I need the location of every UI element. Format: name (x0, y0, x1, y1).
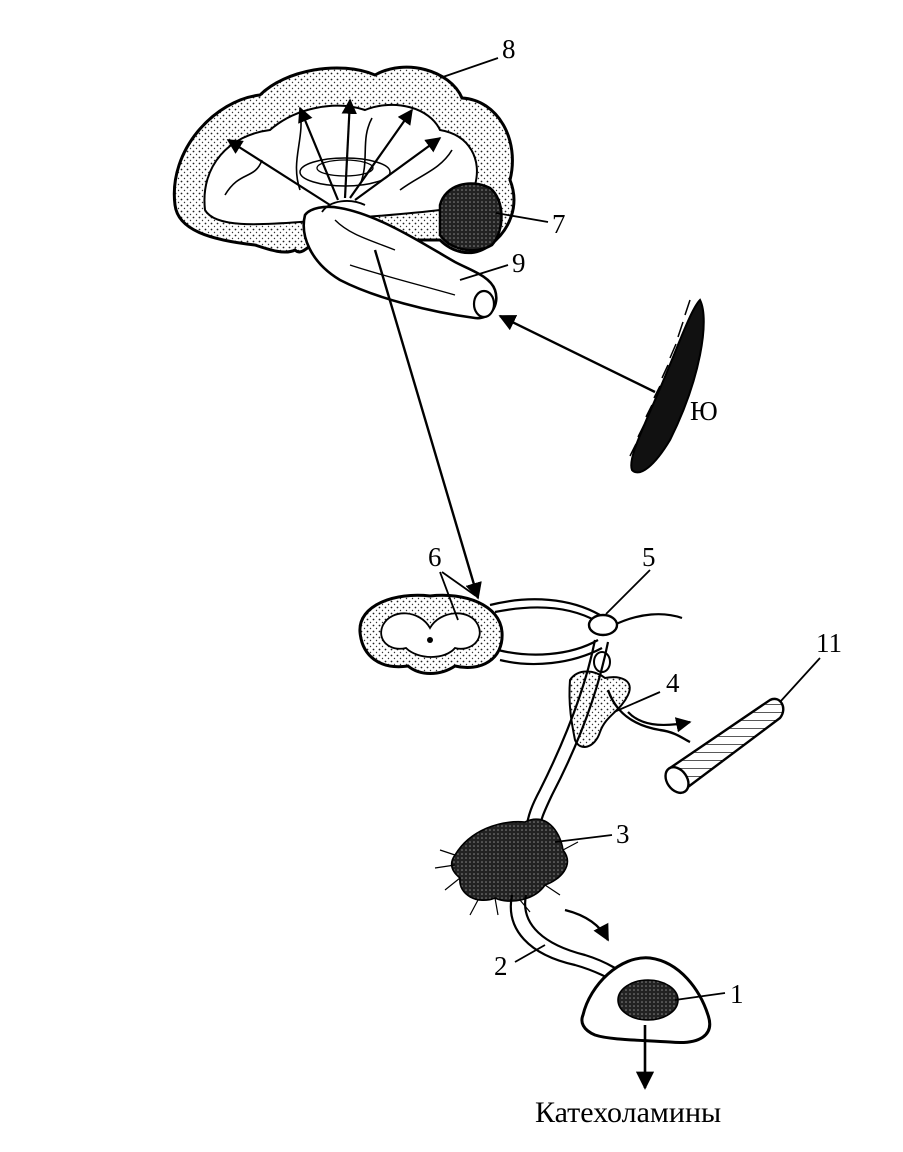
preganglionic-fiber (524, 639, 610, 836)
spinal-cord-section (358, 593, 504, 675)
cortex-activation-arrows (226, 98, 442, 206)
label-7: 7 (552, 209, 566, 239)
sympathetic-neuron (434, 818, 579, 916)
label-3: 3 (616, 819, 630, 849)
label-5: 5 (642, 542, 656, 572)
blood-vessel (664, 697, 785, 795)
label-11: 11 (816, 628, 842, 658)
label-4: 4 (666, 668, 680, 698)
label-10: Ю (690, 396, 718, 426)
adrenal-gland (580, 956, 712, 1045)
cerebellum (438, 182, 503, 252)
label-2: 2 (494, 951, 508, 981)
sympathetic-chain (568, 670, 631, 748)
postganglionic-fiber (606, 689, 691, 744)
afferent-arrow (498, 314, 656, 394)
catecholamines-label: Катехоламины (535, 1096, 721, 1129)
external-stimulus-receptor (629, 298, 705, 474)
brainstem (302, 200, 498, 320)
vessel-effect-arrow (627, 711, 692, 733)
label-6: 6 (428, 542, 442, 572)
brain-cortex (172, 65, 516, 255)
label-8: 8 (502, 34, 516, 64)
spinal-ganglion (587, 613, 619, 637)
leader-lines (439, 57, 821, 1001)
spinal-nerve (489, 598, 683, 666)
adrenal-signal-arrow (564, 908, 610, 942)
adrenal-medulla (617, 979, 679, 1021)
descending-pathway-arrow (373, 249, 482, 600)
label-1: 1 (730, 979, 744, 1009)
label-9: 9 (512, 248, 526, 278)
